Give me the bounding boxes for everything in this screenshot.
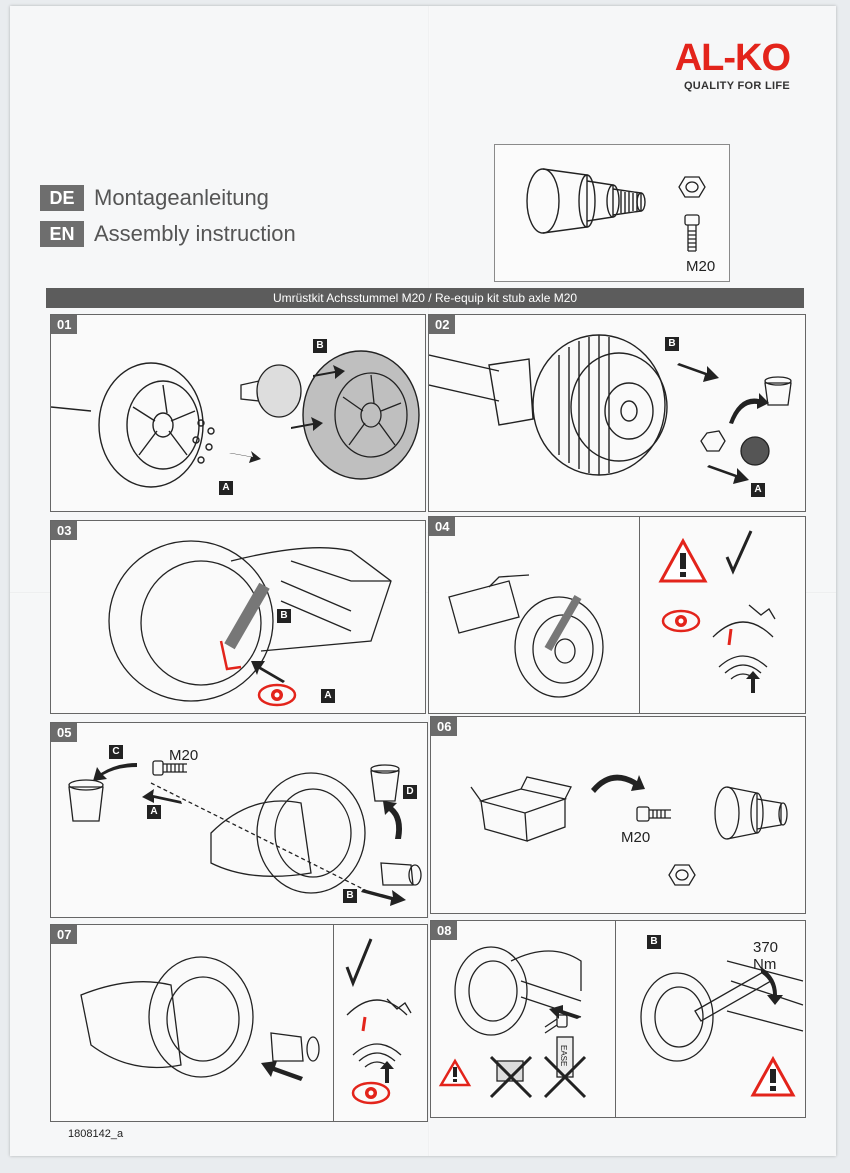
warning-icon (750, 1055, 796, 1097)
torque-label: 370 Nm (753, 939, 779, 973)
nut-icon (668, 864, 696, 886)
no-oil-icon (489, 1055, 533, 1099)
eye-icon (351, 1081, 391, 1105)
step-number: 04 (429, 517, 456, 536)
arrow-icon (707, 465, 749, 484)
step-07-panel: 07 (50, 924, 428, 1122)
step-number: 05 (51, 723, 78, 742)
arrow-icon (261, 1061, 303, 1081)
tag-a: A (219, 481, 233, 495)
tag-b: B (343, 889, 357, 903)
brand-tagline: QUALITY FOR LIFE (683, 80, 790, 92)
title-en: EN Assembly instruction (40, 220, 296, 248)
hub-cap-removal-illustration (429, 334, 792, 484)
arrow-icon (761, 967, 783, 1005)
stub-axle-icon (714, 786, 788, 840)
arrow-icon (677, 363, 719, 382)
arrow-icon (383, 801, 402, 839)
step-number: 02 (429, 315, 456, 334)
tag-b: B (277, 609, 291, 623)
bolt-label: M20 (621, 829, 651, 846)
step-02-panel: 02 B A (428, 314, 806, 512)
checkmark-icon (725, 530, 753, 575)
arrow-icon (591, 774, 645, 793)
nut-torque-illustration (438, 946, 804, 1099)
stub-axle-install-illustration (80, 938, 412, 1105)
brake-shoe-adjust-illustration (108, 540, 392, 707)
no-grease-icon (543, 1036, 587, 1099)
step-08-panel: 08 (430, 920, 806, 1118)
step-06-panel: 06 M20 (430, 716, 806, 914)
arrow-icon (251, 661, 285, 683)
title-text-de: Montageanleitung (94, 185, 269, 210)
document-number: 1808142_a (68, 1128, 124, 1140)
grease-label: EASE (559, 1045, 568, 1067)
arrow-icon (729, 393, 769, 424)
lang-code-en: EN (40, 221, 84, 247)
step-number: 01 (51, 315, 78, 334)
tag-a: A (751, 483, 765, 497)
title-text-en: Assembly instruction (94, 221, 296, 246)
step-01-panel: 01 (50, 314, 426, 512)
stub-axle-removal-illustration (68, 760, 422, 906)
step-number: 03 (51, 521, 78, 540)
eye-icon (661, 609, 701, 633)
hero-bolt-label: M20 (686, 258, 716, 275)
step-05-panel: 05 M20 C A D B (50, 722, 428, 918)
screwdriver-icon (224, 582, 270, 650)
step-03-panel: 03 B A (50, 520, 426, 714)
step-04-panel: 04 (428, 516, 806, 714)
panel-divider (333, 925, 334, 1121)
arrow-icon (549, 1005, 581, 1019)
bolt-label: M20 (169, 747, 199, 764)
step-number: 06 (431, 717, 458, 736)
new-kit-illustration (470, 774, 788, 886)
tag-b: B (313, 339, 327, 353)
title-de: DE Montageanleitung (40, 184, 269, 212)
warning-icon (438, 1058, 472, 1087)
bolt-icon (684, 214, 700, 252)
brand-name: AL-KO (674, 37, 791, 79)
tag-a: A (147, 805, 161, 819)
eye-icon (257, 683, 297, 707)
tag-a: A (321, 689, 335, 703)
panel-divider (639, 517, 640, 713)
wheel-removal-illustration (51, 350, 420, 488)
arrow-icon (93, 763, 137, 781)
screwdriver-icon (544, 595, 582, 651)
box-icon (470, 776, 572, 842)
tag-c: C (109, 745, 123, 759)
brand-logo: AL-KO QUALITY FOR LIFE (640, 37, 791, 92)
arrow-icon (291, 417, 323, 431)
checkmark-icon (345, 938, 373, 988)
panel-divider (615, 921, 616, 1117)
instruction-sheet: AL-KO QUALITY FOR LIFE DE Montageanleitu… (10, 6, 836, 1156)
bolt-icon (636, 806, 671, 822)
arrow-icon (313, 365, 345, 379)
step-number: 08 (431, 921, 458, 940)
step-number: 07 (51, 925, 78, 944)
tag-b: B (665, 337, 679, 351)
warning-icon (658, 537, 708, 583)
arrow-icon (380, 1061, 394, 1083)
arrow-icon (361, 889, 406, 906)
kit-overview (494, 144, 730, 282)
arrow-icon (142, 789, 182, 804)
lang-code-de: DE (40, 185, 84, 211)
tag-b: B (647, 935, 661, 949)
stub-axle-illustration (526, 168, 706, 252)
brake-check-illustration (448, 530, 776, 698)
arrow-icon (229, 451, 261, 463)
arrow-icon (746, 671, 760, 693)
kit-banner: Umrüstkit Achsstummel M20 / Re-equip kit… (46, 288, 804, 308)
tag-d: D (403, 785, 417, 799)
nut-icon (678, 176, 706, 198)
